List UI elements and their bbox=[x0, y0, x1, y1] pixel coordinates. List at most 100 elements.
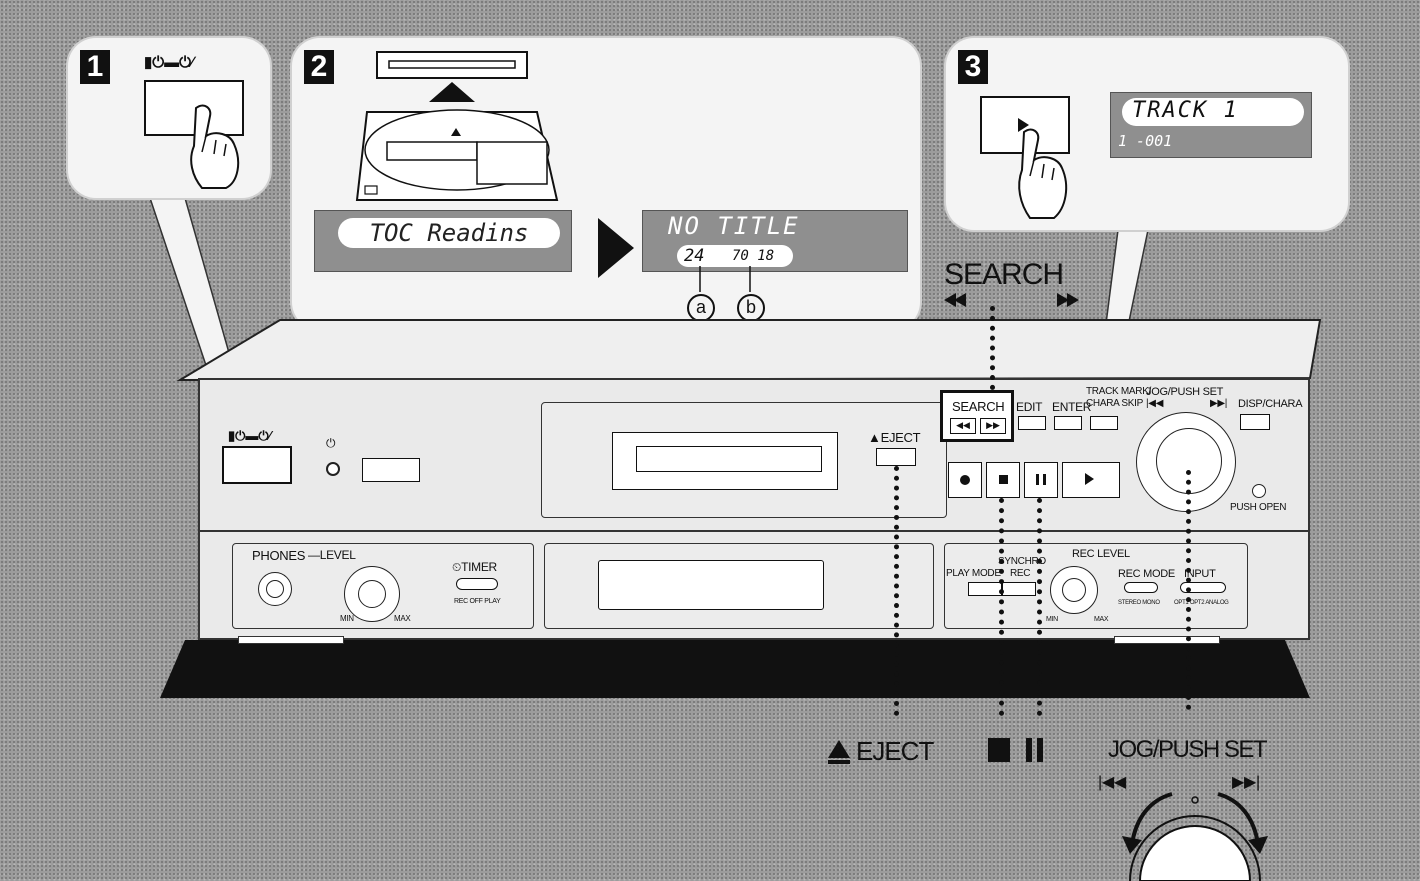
edit-label: EDIT bbox=[1016, 400, 1043, 414]
jog-leader bbox=[1186, 470, 1191, 710]
rec-label: REC bbox=[1010, 568, 1031, 579]
track-line2: 1 -001 bbox=[1118, 132, 1173, 150]
stop-callout-icon bbox=[988, 738, 1010, 762]
skip-back-icon: |◀◀ bbox=[1146, 398, 1164, 409]
phones-label: PHONES bbox=[252, 548, 306, 563]
power-button[interactable] bbox=[222, 446, 292, 484]
skip-forward-icon: ▶▶| bbox=[1210, 398, 1228, 409]
jog-callout-label: JOG/PUSH SET bbox=[1108, 736, 1268, 763]
search-back-button[interactable]: ◀◀ bbox=[950, 418, 976, 434]
record-button[interactable] bbox=[948, 462, 982, 498]
phones-jack-inner bbox=[266, 580, 284, 598]
step1-panel: 1 ▮⏻▬⏻∕ bbox=[68, 38, 270, 198]
search-arrows-icon bbox=[944, 293, 1079, 307]
edit-button[interactable] bbox=[1018, 416, 1046, 430]
synchro-label: SYNCHRO bbox=[998, 556, 1046, 567]
minidisc-insert-illustration bbox=[355, 51, 559, 201]
jog-dial-rotate-icon bbox=[1122, 792, 1268, 881]
min-label: MIN bbox=[340, 614, 354, 623]
deck-divider bbox=[198, 530, 1310, 532]
finger-press-icon bbox=[190, 104, 240, 189]
search-callout-label: SEARCH bbox=[944, 258, 1064, 291]
rec-mode-options: STEREO MONO bbox=[1118, 600, 1160, 606]
disc-slot[interactable] bbox=[636, 446, 822, 472]
finger-press-icon bbox=[1018, 128, 1068, 219]
power-symbol-icon: ▮⏻▬⏻∕ bbox=[228, 428, 271, 443]
level-label: —LEVEL bbox=[308, 548, 356, 562]
push-open-button[interactable] bbox=[1252, 484, 1266, 498]
center-blank-window bbox=[598, 560, 824, 610]
power-button-illustration[interactable] bbox=[144, 80, 244, 136]
search-button-highlight bbox=[940, 390, 1014, 442]
rec-level-knob-center bbox=[1062, 578, 1086, 602]
rec-mode-switch[interactable] bbox=[1124, 582, 1158, 593]
input-options: OPT1 OPT2 ANALOG bbox=[1174, 600, 1229, 606]
step2-panel: 2 TOC Readins NO TITLE 24 70 18 a b bbox=[292, 38, 920, 330]
eject-callout-underline bbox=[828, 760, 850, 764]
eject-callout-icon bbox=[828, 740, 850, 758]
play-button[interactable] bbox=[1062, 462, 1120, 498]
standby-icon: ⏻ bbox=[326, 436, 336, 450]
enter-button[interactable] bbox=[1054, 416, 1082, 430]
play-mode-button[interactable] bbox=[968, 582, 1002, 596]
disp-chara-label: DISP/CHARA bbox=[1238, 398, 1303, 410]
pause-button[interactable] bbox=[1024, 462, 1058, 498]
timer-options: REC OFF PLAY bbox=[454, 598, 501, 605]
search-leader bbox=[990, 306, 995, 390]
timer-label: ⏲TIMER bbox=[452, 560, 497, 574]
jog-skip-forward-icon: ▶▶| bbox=[1232, 774, 1260, 791]
play-icon bbox=[1085, 473, 1094, 485]
stop-icon bbox=[999, 475, 1008, 484]
pause-icon bbox=[1036, 474, 1046, 485]
pause-callout-icon bbox=[1026, 738, 1043, 762]
total-tracks-value: 24 bbox=[684, 246, 705, 266]
rec-max-label: MAX bbox=[1094, 616, 1109, 623]
synchro-rec-button[interactable] bbox=[1002, 582, 1036, 596]
enter-label: ENTER bbox=[1052, 400, 1092, 414]
input-label: INPUT bbox=[1184, 568, 1216, 580]
no-title-text: NO TITLE bbox=[668, 212, 800, 240]
jog-push-set-label: JOG/PUSH SET bbox=[1146, 386, 1224, 398]
eject-button[interactable] bbox=[876, 448, 916, 466]
search-forward-button[interactable]: ▶▶ bbox=[980, 418, 1006, 434]
marker-leaders bbox=[699, 266, 751, 292]
play-mode-label: PLAY MODE bbox=[946, 568, 1001, 579]
disc-info-pill bbox=[677, 245, 793, 267]
step2-badge: 2 bbox=[304, 50, 334, 84]
eject-callout-label: EJECT bbox=[856, 736, 934, 766]
total-time-value: 70 18 bbox=[732, 248, 775, 264]
eject-label: ▲EJECT bbox=[868, 430, 921, 445]
track-display-pill bbox=[1122, 98, 1304, 126]
timer-switch[interactable] bbox=[456, 578, 498, 590]
toc-reading-text: TOC Readins bbox=[338, 218, 560, 248]
stop-leader bbox=[999, 498, 1004, 716]
display-window bbox=[362, 458, 420, 482]
input-switch[interactable] bbox=[1180, 582, 1226, 593]
max-label: MAX bbox=[394, 614, 411, 623]
next-arrow-icon bbox=[598, 218, 634, 278]
chara-skip-label: CHARA SKIP bbox=[1086, 398, 1144, 409]
standby-indicator bbox=[326, 462, 340, 476]
pause-leader bbox=[1037, 498, 1042, 716]
phones-level-knob-center bbox=[358, 580, 386, 608]
record-icon bbox=[960, 475, 970, 485]
rec-mode-label: REC MODE bbox=[1118, 568, 1175, 580]
disp-chara-button[interactable] bbox=[1240, 414, 1270, 430]
rec-level-label: REC LEVEL bbox=[1072, 548, 1130, 560]
deck-foot-right bbox=[1114, 636, 1220, 644]
step3-panel: 3 TRACK 1 1 -001 bbox=[946, 38, 1348, 230]
step3-badge: 3 bbox=[958, 50, 988, 84]
step1-badge: 1 bbox=[80, 50, 110, 84]
stop-button[interactable] bbox=[986, 462, 1020, 498]
eject-leader bbox=[894, 466, 899, 716]
push-open-label: PUSH OPEN bbox=[1230, 502, 1287, 513]
track-mark-button[interactable] bbox=[1090, 416, 1118, 430]
rec-min-label: MIN bbox=[1046, 616, 1058, 623]
jog-skip-back-icon: |◀◀ bbox=[1098, 774, 1126, 791]
track-mark-label: TRACK MARK/ bbox=[1086, 386, 1152, 397]
deck-foot-left bbox=[238, 636, 344, 644]
search-panel-label: SEARCH bbox=[952, 399, 1005, 414]
power-symbol-icon: ▮⏻▬⏻∕ bbox=[144, 54, 194, 71]
track-line1: TRACK 1 bbox=[1132, 98, 1239, 123]
